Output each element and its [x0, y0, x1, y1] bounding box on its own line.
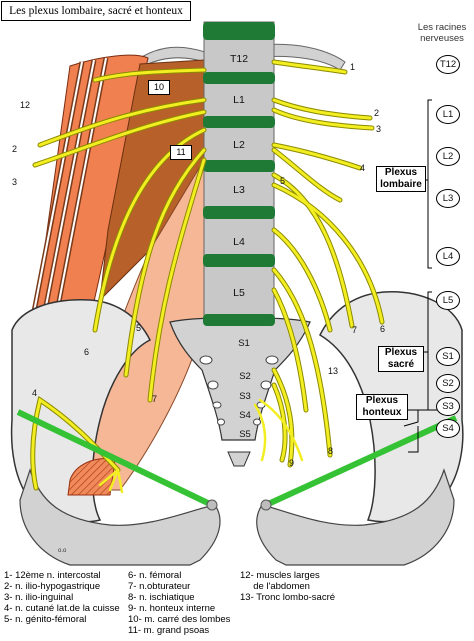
vertebra-label: L3 — [233, 184, 245, 196]
legend-col2-item: 8- n. ischiatique — [128, 592, 195, 603]
vertebra-label: L5 — [233, 287, 245, 299]
vertebra-label: L4 — [233, 236, 245, 248]
root-label-s3: S3 — [436, 397, 460, 416]
callout-n6-left: 6 — [84, 347, 90, 357]
legend-col3-item: de l'abdomen — [240, 581, 310, 592]
corner-mark: o.o — [58, 548, 67, 554]
legend-col2-item: 11- m. grand psoas — [128, 625, 210, 636]
nerves — [30, 59, 385, 494]
sacral-foramen — [212, 401, 222, 409]
callout-n7-right: 7 — [352, 325, 358, 335]
title-text: Les plexus lombaire, sacré et honteux — [9, 5, 183, 17]
lumbar-plexus-label: Plexus lombaire — [376, 166, 426, 192]
vertebra-label: L1 — [233, 94, 245, 106]
root-label-s1: S1 — [436, 347, 460, 366]
legend-col2-item: 6- n. fémoral — [128, 570, 182, 581]
root-label-l5: L5 — [436, 291, 460, 310]
legend-col2-item: 7- n.obturateur — [128, 581, 191, 592]
callout-n5-upper: 5 — [280, 176, 286, 186]
ligament-end — [260, 499, 272, 511]
inguinal-ligament-right — [264, 415, 458, 508]
root-label-s4: S4 — [436, 419, 460, 438]
root-label-l3: L3 — [436, 189, 460, 208]
callout-n3-left: 3 — [12, 177, 18, 187]
vertebra-label: L2 — [233, 139, 245, 151]
callout-n2-right: 2 — [374, 108, 380, 118]
sacral-foramen — [265, 355, 279, 365]
root-label-s2: S2 — [436, 374, 460, 393]
inguinal-ligament-left — [16, 409, 214, 508]
sacral-foramen — [253, 418, 261, 426]
sacral-segment-label: S4 — [239, 410, 251, 421]
legend-col2-item: 10- m. carré des lombes — [128, 614, 231, 625]
sacral-segment-label: S2 — [239, 371, 251, 382]
callout-n4-left: 4 — [32, 388, 38, 398]
sacral-plexus-label: Plexus sacré — [378, 346, 424, 372]
title-box: Les plexus lombaire, sacré et honteux — [1, 1, 191, 21]
quadratus-label: 10 — [148, 80, 170, 95]
sacral-foramen — [260, 380, 272, 390]
callout-n6-right: 6 — [380, 324, 386, 334]
sacral-segment-label: S1 — [238, 338, 250, 349]
sacral-segment-label: S3 — [239, 391, 251, 402]
root-label-l2: L2 — [436, 147, 460, 166]
intervertebral-discs — [203, 22, 275, 326]
coccyx — [227, 451, 251, 467]
callout-n3-right: 3 — [376, 124, 382, 134]
legend-col1-item: 3- n. ilio-inguinal — [4, 592, 74, 603]
sacral-foramen — [207, 380, 219, 390]
legend-col1-item: 2- n. ilio-hypogastrique — [4, 581, 101, 592]
legend-col1-item: 4- n. cutané lat.de la cuisse — [4, 603, 120, 614]
legend-col3-item: 12- muscles larges — [240, 570, 320, 581]
callout-n13: 13 — [328, 366, 339, 376]
callout-n5-psoas: 5 — [136, 323, 142, 333]
legend-col2-item: 9- n. honteux interne — [128, 603, 216, 614]
sacral-foramen — [199, 355, 213, 365]
legend-col1-item: 5- n. génito-fémoral — [4, 614, 87, 625]
vertebra-label: T12 — [229, 53, 249, 65]
legend-col1-item: 1- 12ème n. intercostal — [4, 570, 101, 581]
roots-heading: Les racines nerveuses — [417, 22, 467, 44]
sacral-foramen — [217, 418, 225, 426]
root-label-t12: T12 — [436, 55, 460, 74]
callout-n4-right: 4 — [360, 163, 366, 173]
psoas-label: 11 — [170, 145, 192, 160]
root-label-l1: L1 — [436, 105, 460, 124]
callout-n12-left: 12 — [20, 100, 31, 110]
callout-n7-left: 7 — [152, 394, 158, 404]
legend-col3-item: 13- Tronc lombo-sacré — [240, 592, 336, 603]
ligament-end — [206, 499, 218, 511]
legend: 1- 12ème n. intercostal 2- n. ilio-hypog… — [0, 566, 474, 641]
callout-n2-left: 2 — [12, 144, 18, 154]
root-label-l4: L4 — [436, 247, 460, 266]
pudendal-plexus-label: Plexus honteux — [356, 394, 408, 420]
callout-n9: 9 — [289, 458, 295, 468]
sacral-segment-label: S5 — [239, 429, 251, 440]
callout-n8: 8 — [328, 446, 334, 456]
callout-n1: 1 — [350, 62, 356, 72]
